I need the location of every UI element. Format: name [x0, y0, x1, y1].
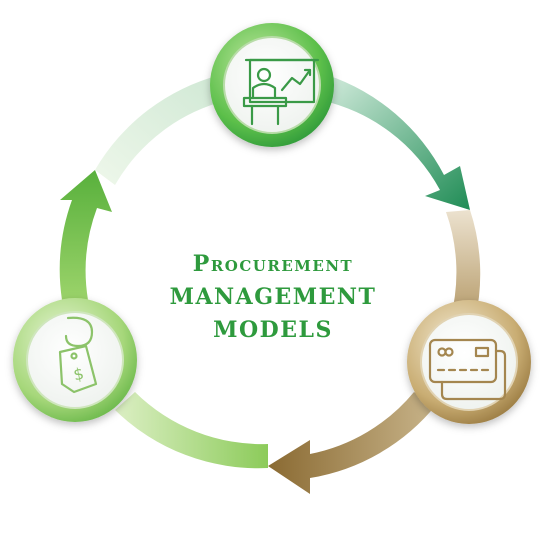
title-line-2: management	[169, 284, 377, 310]
title-line-3: models	[213, 317, 333, 343]
arc-top-right	[320, 75, 470, 210]
node-cards	[407, 300, 531, 424]
svg-text:$: $	[72, 364, 86, 385]
diagram-title: Procurement management models	[118, 248, 428, 347]
arc-top-left	[95, 75, 228, 185]
arc-bottom-left	[115, 392, 268, 469]
credit-cards-icon	[428, 338, 507, 401]
title-line-1: Procurement	[192, 251, 354, 277]
price-tag-icon: $	[58, 316, 98, 394]
presentation-icon	[242, 58, 320, 126]
arc-bottom	[268, 392, 436, 494]
node-price-tag	[13, 298, 137, 422]
arc-left	[59, 170, 112, 300]
arc-right	[446, 210, 481, 320]
